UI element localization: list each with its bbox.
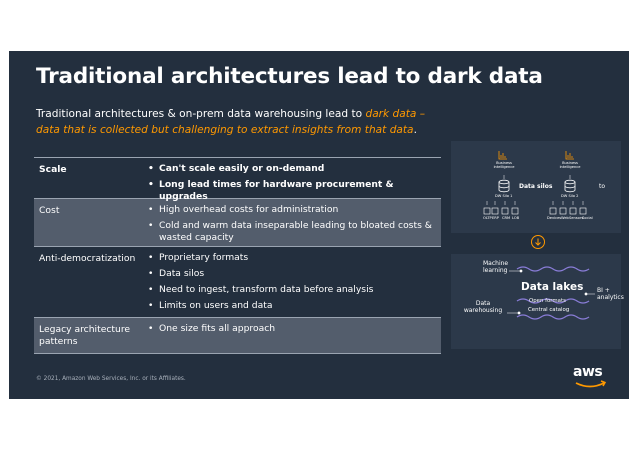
aws-smile-icon: [575, 380, 607, 388]
list-item: One size fits all approach: [148, 323, 435, 335]
dw-silo-2-label: DW Silo 2: [561, 194, 579, 198]
list-item: High overhead costs for administration: [148, 204, 435, 216]
slide-title: Traditional architectures lead to dark d…: [36, 64, 543, 89]
aws-logo: aws: [573, 364, 611, 390]
machine-learning-label: Machine learning: [483, 260, 509, 274]
source-label: CRM: [502, 216, 511, 220]
silo-panel: [451, 141, 621, 233]
source-label: Devices: [547, 216, 562, 220]
table-row: Anti-democratization Proprietary formats…: [34, 246, 441, 317]
row-items: High overhead costs for administration C…: [148, 199, 441, 246]
subtitle-end: .: [413, 124, 417, 136]
bi-right-label: Business intelligence: [559, 161, 581, 170]
lake-panel: [451, 254, 621, 349]
chart-icon: [565, 151, 574, 160]
bi-analytics-label: BI + analytics: [597, 287, 624, 301]
subtitle-highlight: dark data – data that is collected but c…: [36, 108, 426, 136]
row-items: One size fits all approach: [148, 318, 441, 353]
database-icon: [564, 179, 576, 193]
source-label: ERP: [492, 216, 499, 220]
dw-silo-1-label: DW Silo 1: [495, 194, 513, 198]
architecture-diagram: Business intelligence Business intellige…: [449, 141, 624, 361]
slide: Traditional architectures lead to dark d…: [9, 51, 629, 399]
bi-left-label: Business intelligence: [493, 161, 515, 170]
list-item: Data silos: [148, 268, 435, 280]
challenges-table: Scale Can't scale easily or on-demand Lo…: [34, 157, 441, 354]
row-items: Can't scale easily or on-demand Long lea…: [148, 158, 441, 202]
aws-logo-text: aws: [573, 364, 603, 380]
source-label: LOB: [512, 216, 520, 220]
connector-lines: [507, 269, 595, 315]
slide-subtitle: Traditional architectures & on-prem data…: [36, 106, 436, 138]
down-arrow-icon: [531, 235, 545, 249]
subtitle-text: Traditional architectures & on-prem data…: [36, 108, 366, 120]
table-row: Scale Can't scale easily or on-demand Lo…: [34, 157, 441, 202]
lake-open-formats: Open formats: [529, 298, 566, 304]
chart-icon: [498, 151, 507, 160]
database-icon: [498, 179, 510, 193]
list-item: Can't scale easily or on-demand: [148, 163, 435, 175]
source-label: Social: [582, 216, 593, 220]
list-item: Cold and warm data inseparable leading t…: [148, 220, 435, 244]
list-item: Limits on users and data: [148, 300, 435, 312]
row-label: Scale: [39, 164, 67, 175]
list-item: Proprietary formats: [148, 252, 435, 264]
source-label: Sensors: [569, 216, 584, 220]
data-warehousing-label: Data warehousing: [463, 300, 503, 314]
lake-central-catalog: Central catalog: [528, 307, 570, 313]
source-label: OLTP: [483, 216, 492, 220]
copyright-footer: © 2021, Amazon Web Services, Inc. or its…: [36, 376, 186, 382]
list-item: Need to ingest, transform data before an…: [148, 284, 435, 296]
row-label: Legacy architecture patterns: [39, 324, 131, 347]
source-label: Web: [561, 216, 569, 220]
diagram-graphics: [451, 141, 621, 349]
data-lakes-title: Data lakes: [521, 281, 584, 293]
row-label: Cost: [39, 205, 60, 216]
wave-graphic: [516, 266, 590, 320]
table-row: Cost High overhead costs for administrat…: [34, 198, 441, 246]
to-label: to: [599, 183, 606, 190]
arrow-icon: [486, 175, 584, 205]
data-silos-label: Data silos: [519, 183, 553, 190]
list-item: Long lead times for hardware procurement…: [148, 179, 435, 203]
table-row: Legacy architecture patterns One size fi…: [34, 317, 441, 354]
row-items: Proprietary formats Data silos Need to i…: [148, 247, 441, 317]
row-label: Anti-democratization: [39, 253, 136, 264]
source-icons: [483, 207, 587, 215]
